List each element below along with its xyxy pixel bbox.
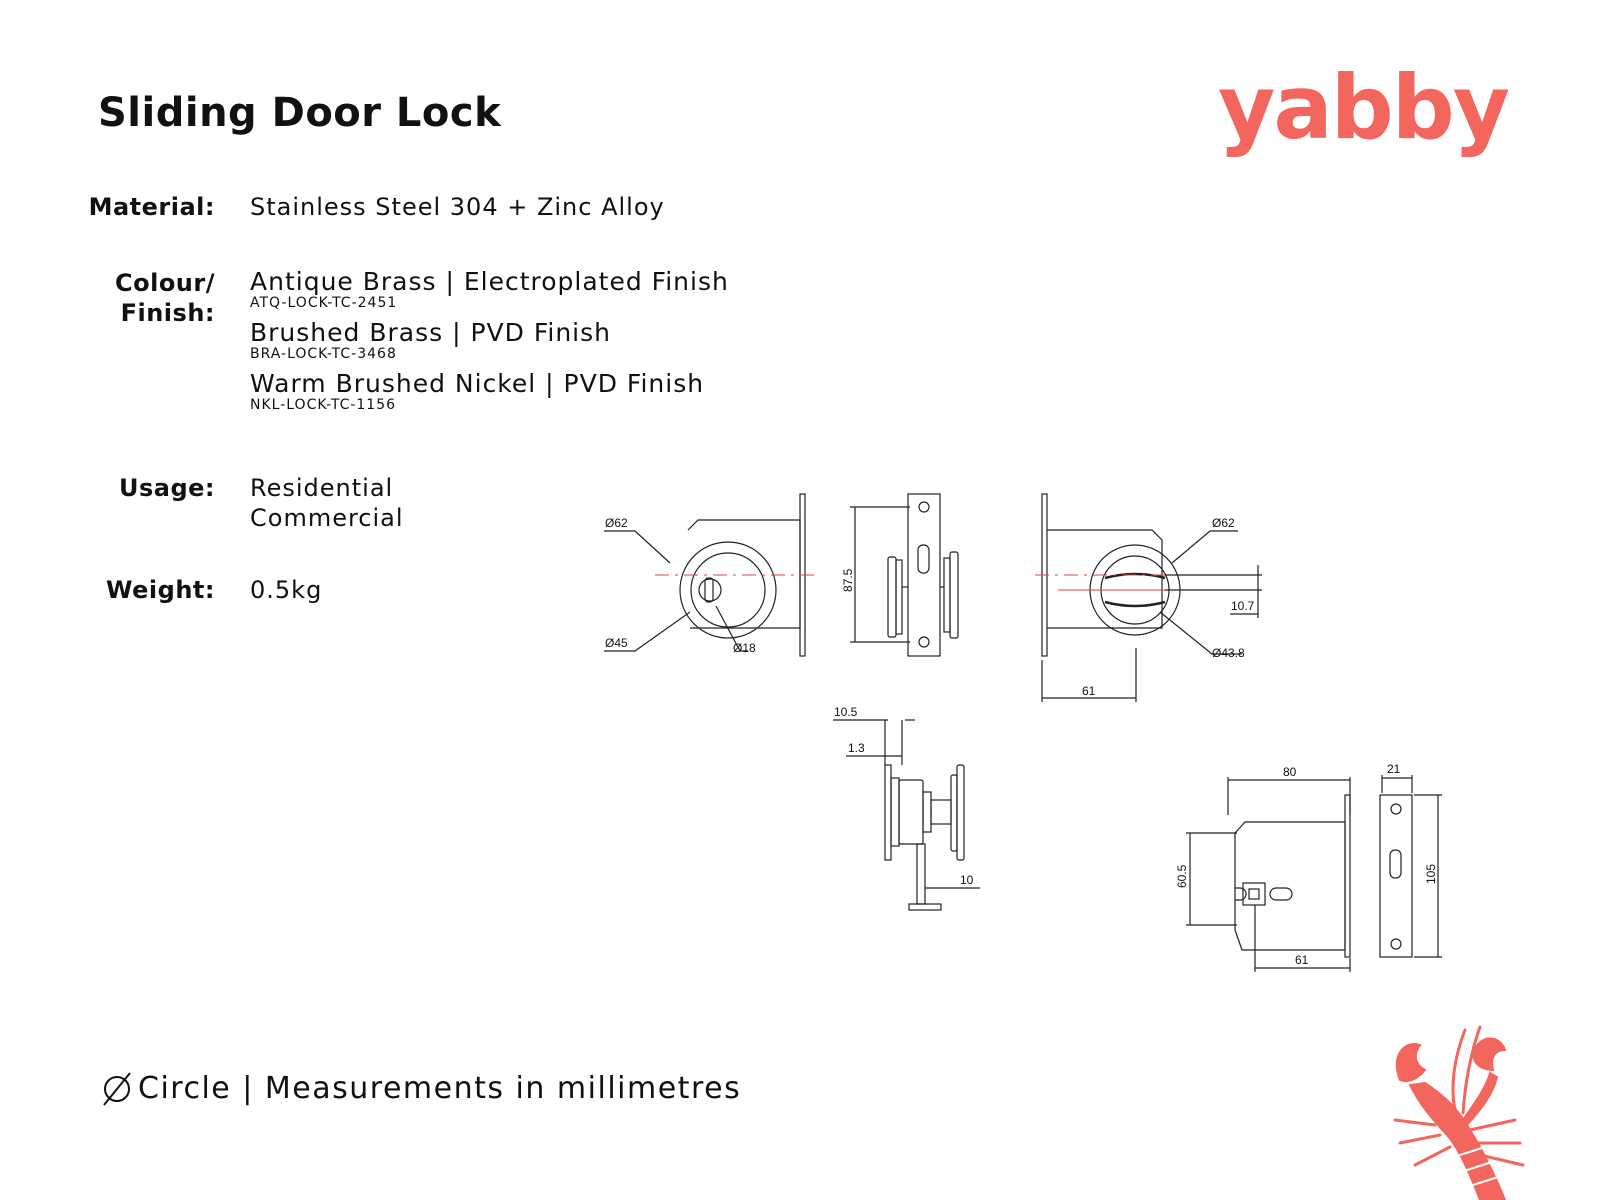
finish-label: Colour/ Finish: [114, 269, 215, 327]
finish-name: Antique Brass | Electroplated Finish [250, 267, 729, 296]
dim-label: Ø62 [1212, 516, 1235, 530]
finish-name: Warm Brushed Nickel | PVD Finish [250, 369, 705, 398]
dim-label: 61 [1082, 684, 1096, 698]
dim-label: 60.5 [1175, 864, 1189, 888]
usage-label: Usage: [118, 474, 215, 502]
dim-label: Ø45 [605, 636, 628, 650]
dim-label: Ø43.8 [1212, 646, 1245, 660]
dim-label: Ø18 [733, 641, 756, 655]
dim-label: 10 [960, 873, 974, 887]
finish-item: Antique Brass | Electroplated Finish ATQ… [250, 268, 729, 311]
side-view [850, 493, 959, 657]
back-view [1035, 493, 1262, 702]
dim-label: 10.7 [1231, 599, 1255, 613]
weight-label: Weight: [106, 576, 215, 604]
body-view [1186, 775, 1442, 972]
front-view [604, 493, 815, 657]
finish-item: Brushed Brass | PVD Finish BRA-LOCK-TC-3… [250, 319, 729, 362]
page-title: Sliding Door Lock [98, 90, 502, 136]
finish-code: BRA-LOCK-TC-3468 [250, 346, 397, 362]
dim-label: 87.5 [841, 568, 855, 592]
dim-label: Ø62 [605, 516, 628, 530]
dim-label: 80 [1283, 765, 1297, 779]
brand-logo: yabby [1218, 56, 1510, 159]
top-view [833, 719, 980, 911]
dim-label: 1.3 [848, 741, 865, 755]
usage-value: Commercial [250, 504, 404, 532]
dim-label: 21 [1387, 762, 1401, 776]
footer-note: Circle | Measurements in millimetres [100, 1070, 741, 1106]
diameter-icon [103, 1072, 131, 1106]
weight-value: 0.5kg [250, 576, 323, 604]
finish-item: Warm Brushed Nickel | PVD Finish NKL-LOC… [250, 370, 729, 413]
finish-name: Brushed Brass | PVD Finish [250, 318, 611, 347]
lobster-icon [1393, 1025, 1525, 1200]
usage-value: Residential [250, 474, 394, 502]
finish-code: ATQ-LOCK-TC-2451 [250, 295, 398, 311]
footer-text: Circle | Measurements in millimetres [138, 1070, 742, 1106]
finish-code: NKL-LOCK-TC-1156 [250, 397, 397, 413]
material-value: Stainless Steel 304 + Zinc Alloy [250, 193, 665, 221]
material-label: Material: [88, 193, 215, 221]
dim-label: 105 [1424, 864, 1438, 884]
dim-label: 10.5 [834, 705, 858, 719]
dim-label: 61 [1295, 953, 1309, 967]
